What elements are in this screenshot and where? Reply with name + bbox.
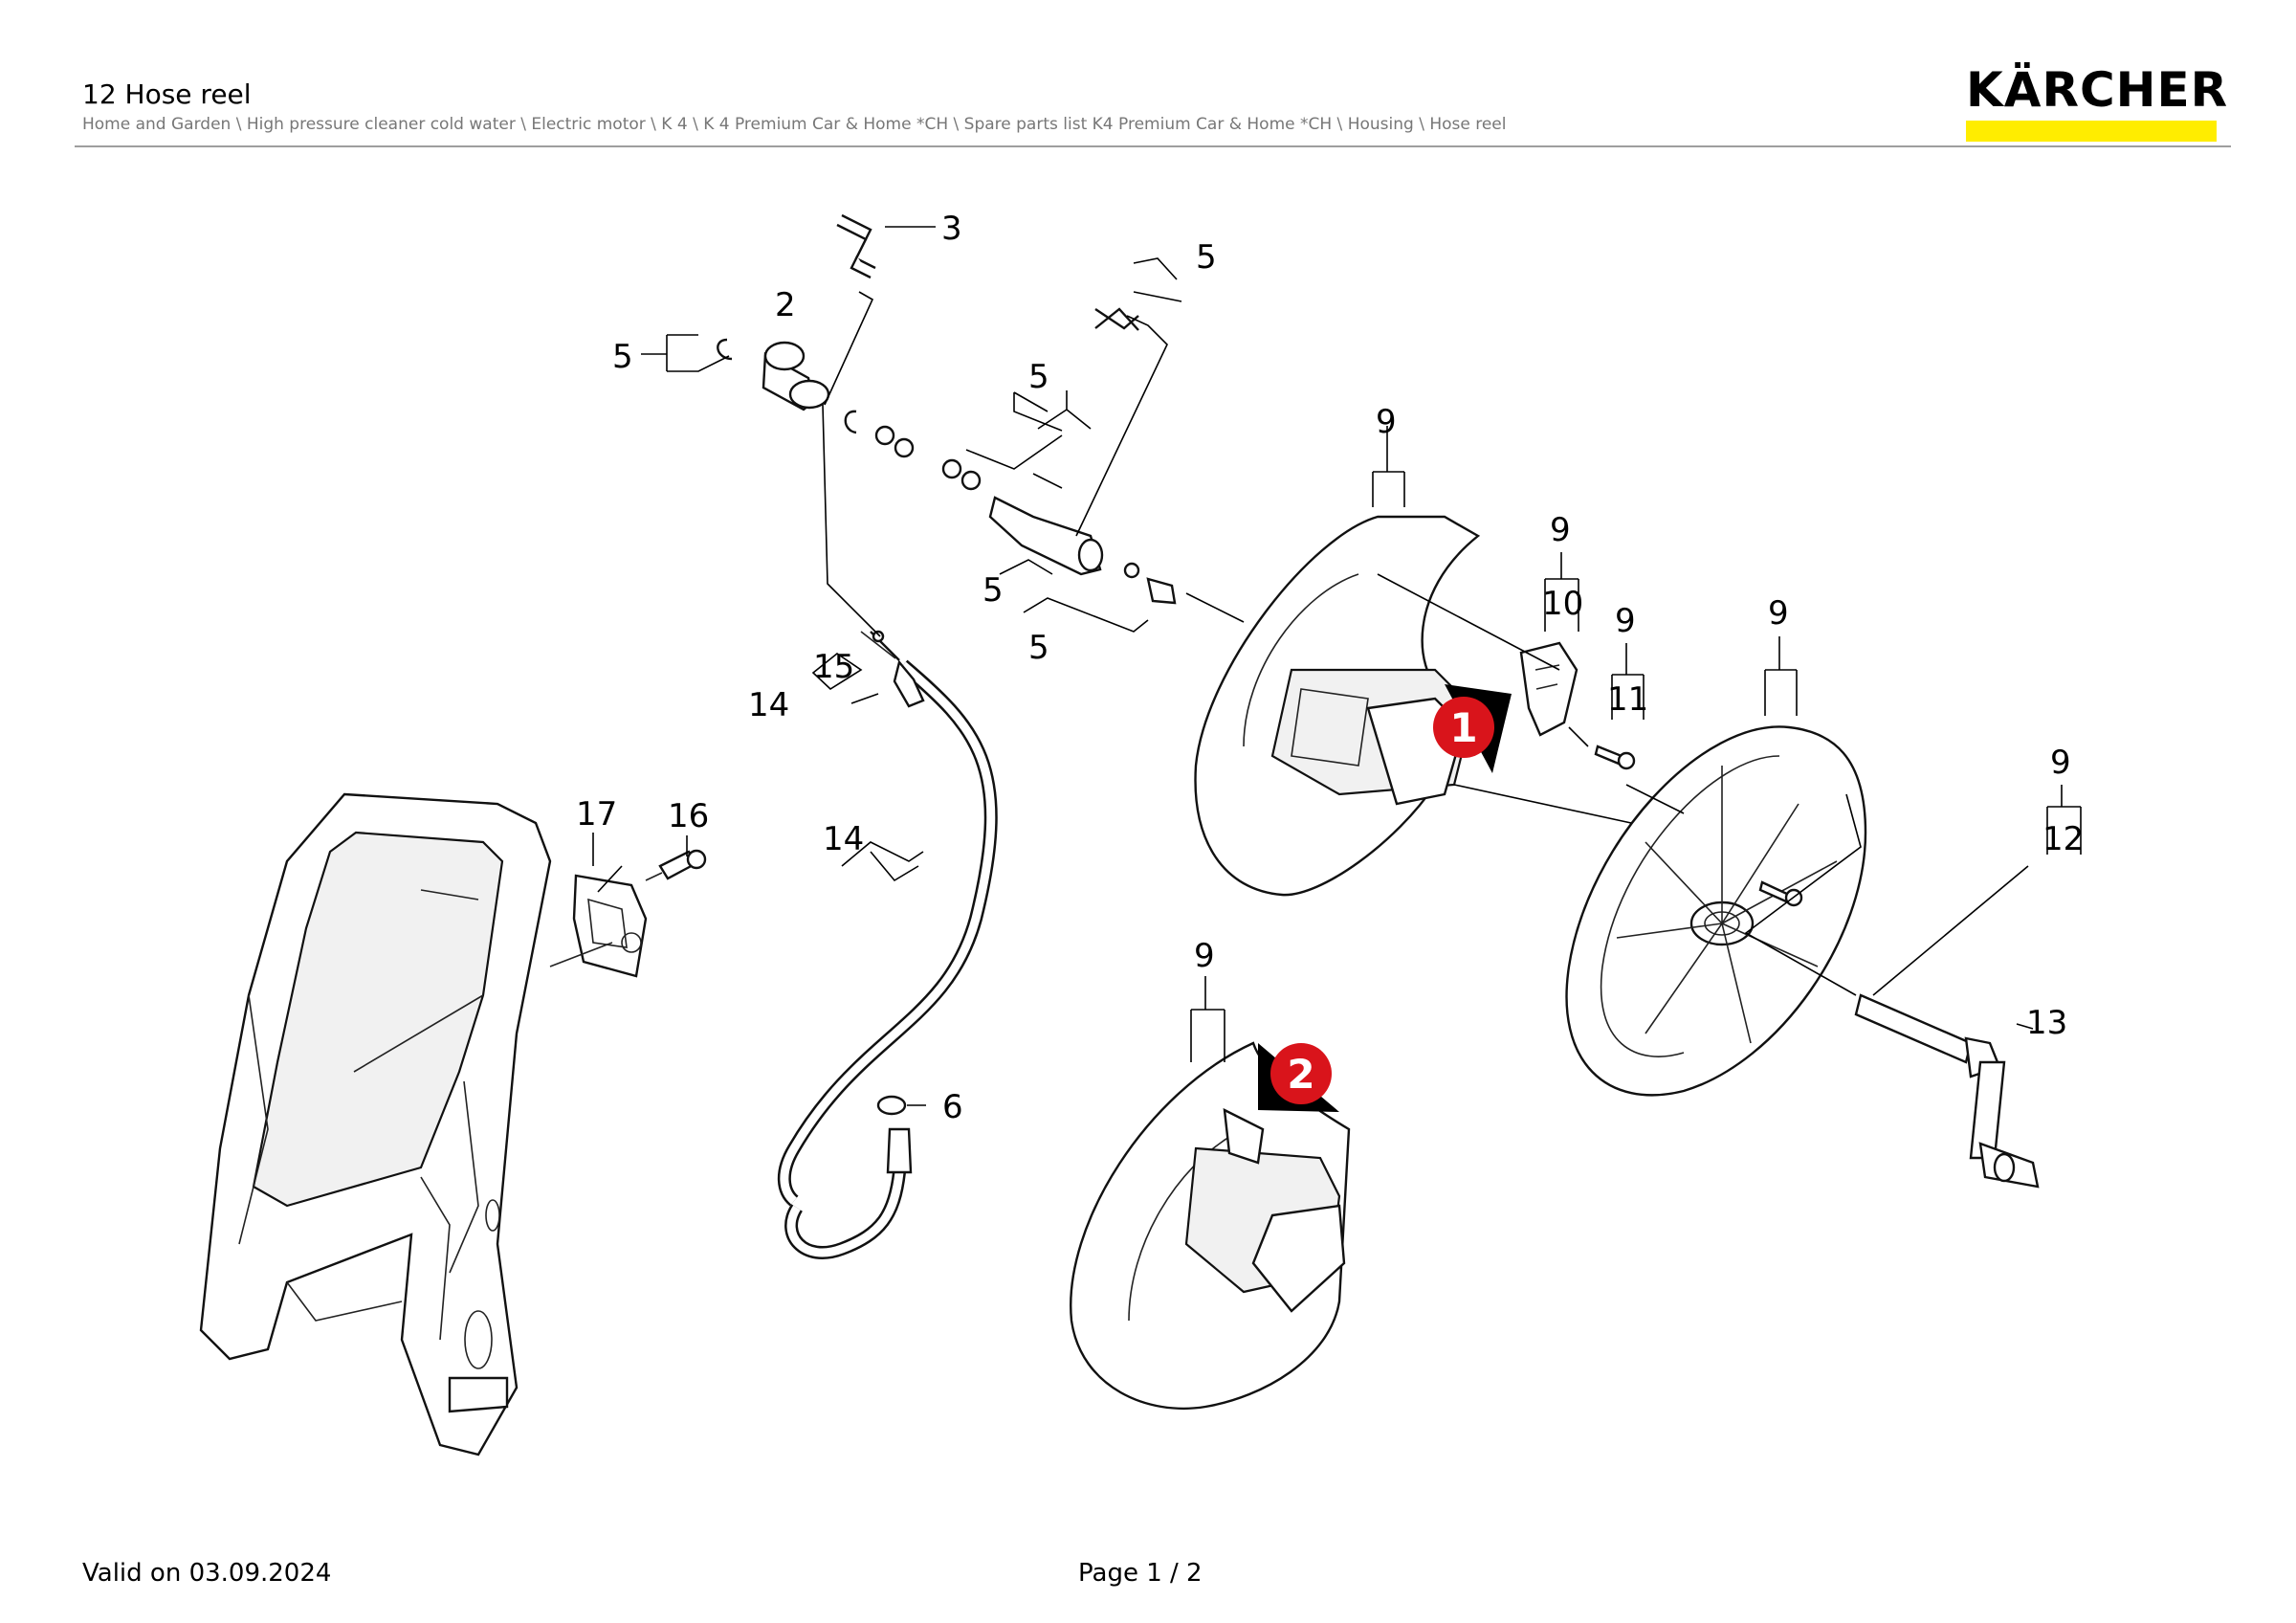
part-number-14: 14	[823, 820, 864, 858]
screw-part-11	[1594, 745, 1636, 770]
o-ring-part-6	[876, 1095, 926, 1116]
callout-2: 2	[1258, 1043, 1339, 1112]
part-number-5: 5	[1028, 629, 1049, 667]
crank-part-13	[1854, 993, 2040, 1189]
reel-wheel-disc	[1565, 725, 1867, 1097]
part-labels: 3 2 5 5 5 5 5 15 14 14 17 16 6 9 9 10 9 …	[576, 210, 2084, 1126]
part-number-17: 17	[576, 795, 617, 834]
part-number-16: 16	[668, 797, 709, 835]
valid-date: Valid on 03.09.2024	[82, 1559, 332, 1588]
part-number-5: 5	[1196, 238, 1217, 277]
part-number-11: 11	[1607, 680, 1648, 719]
page-indicator: Page 1 / 2	[1078, 1559, 1203, 1588]
shaft-assembly	[717, 213, 1177, 605]
part-number-15: 15	[813, 648, 854, 686]
breadcrumb: Home and Garden \ High pressure cleaner …	[82, 115, 1507, 134]
logo-wordmark: KÄRCHER	[1966, 62, 2229, 118]
part-number-9: 9	[1615, 602, 1636, 640]
logo-yellow-bar	[1966, 121, 2217, 142]
part-number-6: 6	[942, 1088, 963, 1126]
part-number-13: 13	[2026, 1004, 2067, 1042]
part-number-9: 9	[1550, 511, 1571, 549]
clip-part-10	[1519, 641, 1578, 737]
callout-1-number: 1	[1449, 704, 1477, 751]
part-number-9: 9	[1768, 594, 1789, 633]
callout-2-number: 2	[1287, 1051, 1314, 1098]
header-divider	[75, 145, 2231, 147]
part-number-9: 9	[1376, 403, 1397, 441]
hose-part-14	[777, 630, 998, 1259]
brand-logo: KÄRCHER	[1966, 62, 2229, 142]
holder-part-17	[549, 874, 648, 978]
part-number-10: 10	[1542, 585, 1583, 623]
part-number-5: 5	[982, 571, 1004, 610]
part-number-9: 9	[2050, 744, 2071, 782]
screw-part-16	[645, 849, 707, 881]
part-number-9: 9	[1194, 937, 1215, 975]
part-number-3: 3	[941, 210, 962, 248]
part-number-12: 12	[2042, 820, 2084, 858]
leader-lines	[592, 226, 2082, 1062]
drum-upper	[1194, 515, 1481, 897]
drum-lower	[1070, 1041, 1351, 1411]
part-number-5: 5	[1028, 358, 1049, 396]
part-number-14: 14	[748, 686, 789, 724]
housing-frame	[199, 792, 552, 1456]
part-number-5: 5	[612, 338, 633, 376]
callout-1: 1	[1433, 684, 1512, 773]
part-number-2: 2	[775, 286, 796, 324]
page-title: 12 Hose reel	[82, 78, 252, 110]
